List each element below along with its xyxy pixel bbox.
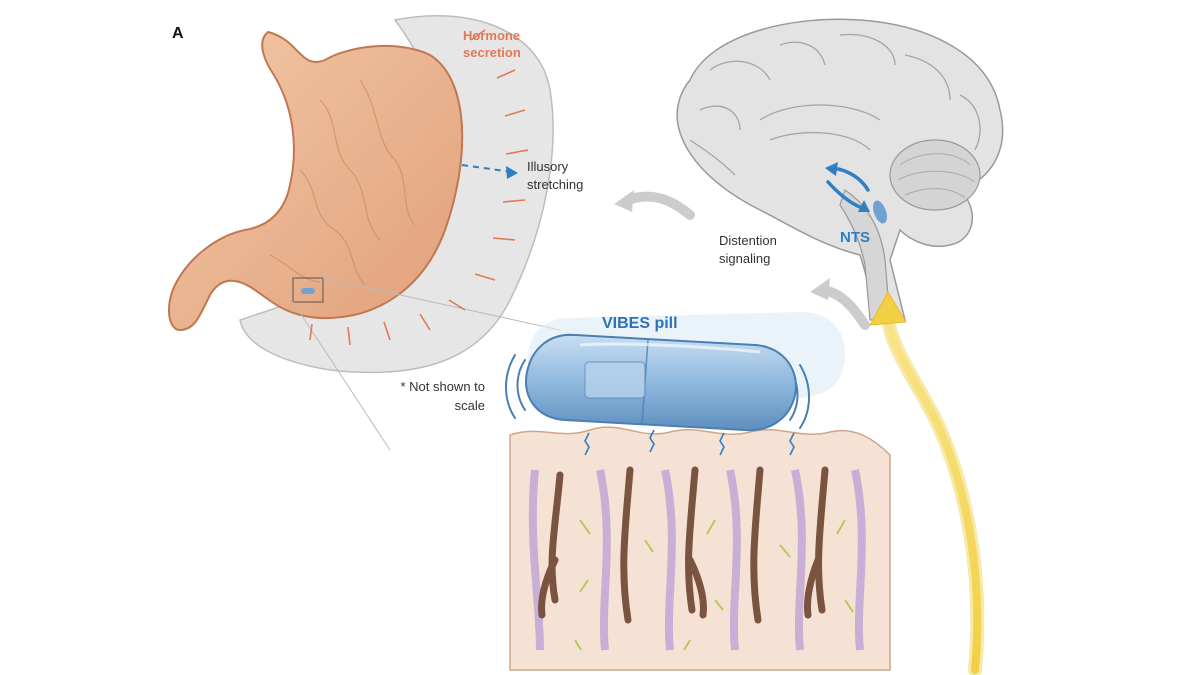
distention-signaling-label: Distention signaling	[719, 233, 777, 267]
zoom-box	[292, 277, 324, 303]
pill-illustration	[505, 312, 845, 432]
nts-label: NTS	[840, 229, 870, 246]
panel-letter: A	[172, 25, 184, 42]
nerve-arrow	[869, 290, 985, 675]
brain-illustration	[676, 18, 1004, 321]
hormone-secretion-label: Hormone secretion	[463, 28, 521, 60]
not-to-scale-note: * Not shown to scale	[400, 379, 485, 413]
illusory-stretching-label: Illusory stretching	[527, 159, 584, 192]
stomach-illustration	[168, 15, 561, 451]
vibes-pill-label: VIBES pill	[602, 315, 678, 332]
tissue-illustration	[509, 426, 891, 671]
stomach-body	[168, 30, 464, 332]
